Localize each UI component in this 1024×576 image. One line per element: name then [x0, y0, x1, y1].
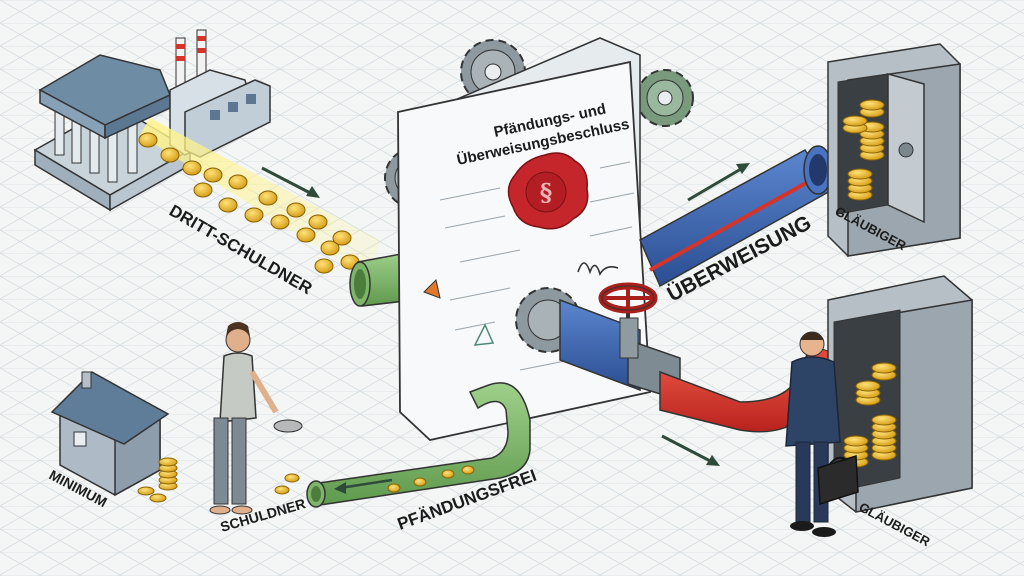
creditor-figure — [785, 331, 841, 537]
green-exempt-pipe — [306, 382, 531, 508]
arrow-icon-exempt — [334, 478, 393, 494]
arrow-icon-inflow — [261, 166, 320, 198]
arrow-icon-transfer — [687, 163, 750, 202]
valve-wheel-icon — [598, 282, 658, 318]
briefcase-icon — [817, 454, 859, 506]
bank-building-icon — [33, 54, 192, 212]
arrow-icon-lower — [661, 434, 720, 466]
seal-symbol: § — [540, 178, 553, 207]
factory-icon — [169, 29, 271, 158]
debtor-figure — [209, 322, 303, 515]
house-icon — [50, 371, 170, 497]
arrow-icon-small — [423, 279, 441, 299]
coin-stream — [138, 132, 360, 274]
safe-icon-bottom — [827, 275, 973, 513]
central-pipe-assembly — [515, 287, 681, 402]
safe-icon-top — [827, 43, 961, 257]
debtor-coins — [274, 473, 300, 495]
coin-stack-minimum — [137, 457, 178, 503]
wax-seal-icon: § — [507, 152, 589, 230]
